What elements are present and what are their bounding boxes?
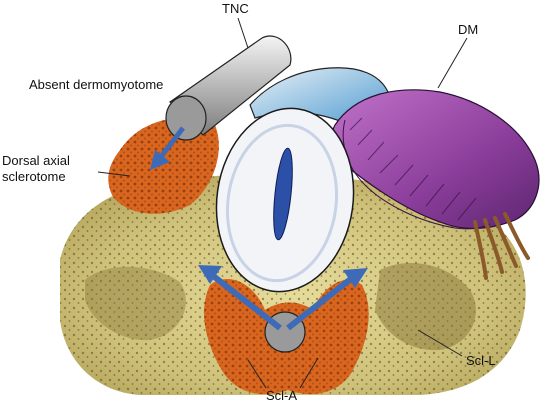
migration-arrows [150, 126, 368, 331]
arrow-left [210, 272, 282, 331]
neural-tube-inner-shade [225, 123, 339, 283]
arrow-right [286, 275, 354, 331]
scl-l-region-left [85, 266, 186, 341]
arrow-left-head [198, 265, 222, 284]
label-dm: DM [458, 22, 478, 37]
label-scl-a: Scl-A [266, 388, 297, 403]
label-tnc: TNC [222, 1, 249, 16]
neural-lumen [273, 147, 293, 241]
label-scl-l: Scl-L [466, 353, 496, 368]
leader-tnc [237, 17, 249, 49]
label-dorsal-axial-line1: Dorsal axial [2, 153, 70, 168]
leader-scl-a-2 [299, 357, 319, 389]
dermomyotome [330, 89, 540, 280]
dorsal-axial-sclerotome-texture [108, 118, 219, 214]
arrow-right-head [343, 268, 368, 288]
tnc-cylinder [165, 35, 292, 141]
leader-lines [97, 17, 468, 389]
label-absent-dermomyotome: Absent dermomyotome [29, 77, 163, 92]
leader-dorsal-axial [97, 171, 131, 177]
leader-scl-l [417, 329, 463, 357]
arrow-tnc-head [150, 150, 170, 170]
label-dorsal-axial-line2: sclerotome [2, 169, 66, 184]
leader-scl-a-1 [247, 359, 267, 389]
arrow-tnc [158, 126, 185, 160]
scl-l-region-right [375, 262, 476, 351]
leader-dm [437, 37, 468, 89]
